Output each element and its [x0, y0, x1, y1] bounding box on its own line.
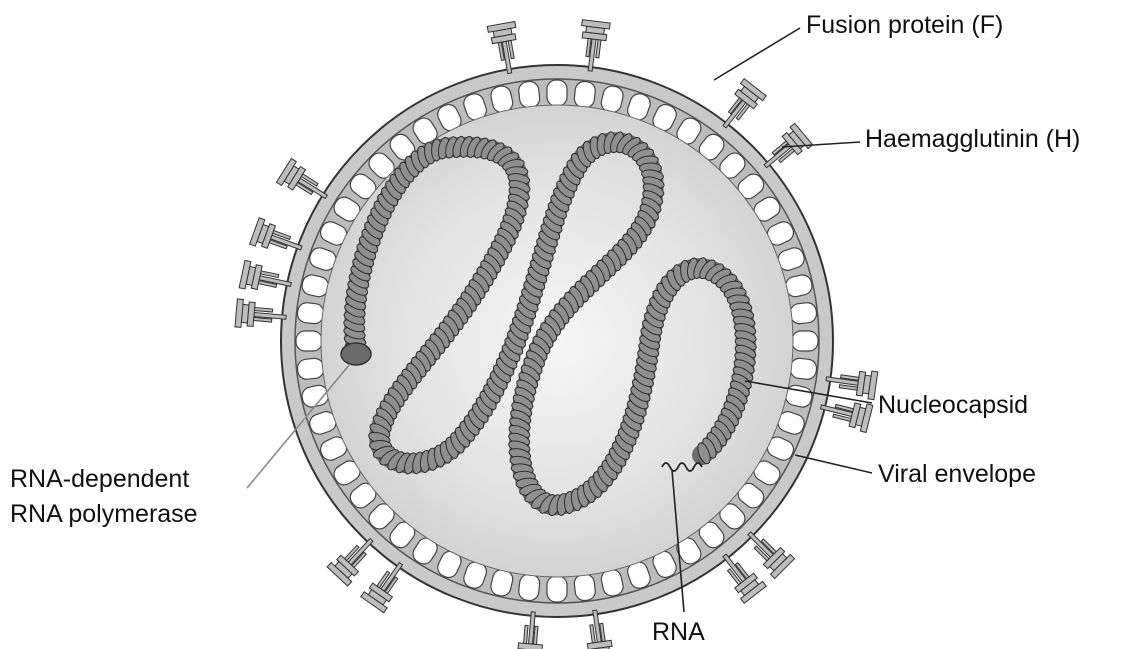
matrix-protein-unit [789, 357, 817, 380]
label-viral-envelope: Viral envelope [878, 460, 1036, 488]
matrix-protein-unit [518, 573, 541, 601]
fusion-protein-leader [714, 28, 800, 80]
label-rna: RNA [652, 618, 705, 646]
rna-polymerase-blob [341, 343, 371, 365]
matrix-protein-unit [792, 331, 818, 351]
matrix-protein-unit [297, 302, 325, 325]
viral-envelope-leader [795, 455, 872, 473]
matrix-protein-unit [789, 302, 817, 325]
matrix-protein-unit [296, 331, 322, 351]
label-nucleocapsid: Nucleocapsid [878, 391, 1028, 419]
label-rna-polymerase-line1: RNA-dependent [10, 465, 189, 493]
matrix-protein-unit [547, 576, 567, 602]
label-haemagglutinin: Haemagglutinin (H) [865, 125, 1080, 153]
matrix-protein-unit [547, 80, 567, 106]
matrix-protein-unit [518, 81, 541, 109]
matrix-protein-unit [573, 81, 596, 109]
haemagglutinin-spike [235, 299, 287, 331]
matrix-protein-unit [297, 357, 325, 380]
label-fusion-protein: Fusion protein (F) [806, 11, 1003, 39]
fusion-protein-spike [576, 20, 610, 73]
matrix-protein-unit [573, 573, 596, 601]
label-rna-polymerase-line2: RNA polymerase [10, 500, 198, 528]
